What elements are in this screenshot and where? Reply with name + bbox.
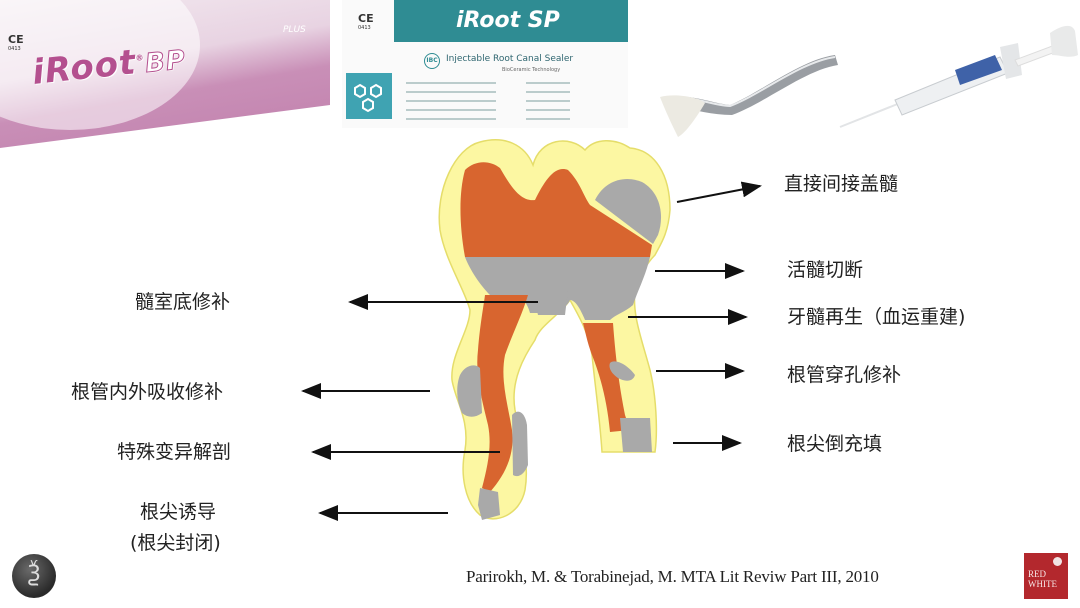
label-anatomy: 特殊变异解剖	[117, 441, 232, 463]
label-root-end-filling: 根尖倒充填	[787, 433, 883, 455]
pulp-cap-material	[595, 179, 662, 244]
logo-circle-icon	[1053, 557, 1062, 566]
furcation-repair-material	[532, 290, 568, 315]
left-root-canal	[477, 295, 528, 492]
hexagon-icon	[346, 73, 392, 119]
red-white-logo: RED WHITE	[1024, 553, 1068, 599]
resorption-repair-material	[457, 365, 482, 417]
pulpotomy-material	[465, 257, 650, 320]
plus-label: PLUS	[283, 25, 306, 35]
anatomy-material	[512, 411, 528, 477]
arrow-pulp-capping	[676, 181, 762, 203]
iroot-sp-banner: iRoot SP	[394, 0, 628, 42]
tooth-diagram	[438, 139, 671, 520]
perforation-repair-material	[609, 361, 635, 381]
product-contents-lines	[526, 82, 570, 127]
product-subtitle: BioCeramic Technology	[502, 67, 561, 73]
root-end-filling-material	[620, 418, 652, 452]
product-title: Injectable Root Canal Sealer	[446, 54, 574, 64]
carrier-instrument-icon	[660, 55, 838, 137]
pulp-chamber	[460, 162, 652, 257]
label-perforation-repair: 根管穿孔修补	[787, 364, 902, 386]
instruments-image	[660, 25, 1078, 137]
label-regeneration: 牙髓再生（血运重建)	[787, 306, 966, 328]
logo-text-line2: WHITE	[1028, 579, 1057, 589]
label-furcation-repair: 髓室底修补	[135, 291, 231, 313]
logo-text-line1: RED	[1028, 569, 1046, 579]
product-text-lines	[406, 82, 616, 127]
logo-glyph-icon: Ѯ	[27, 562, 41, 587]
syringe-icon	[839, 25, 1078, 128]
left-logo: Ѯ	[12, 554, 56, 598]
label-pulp-capping: 直接间接盖髓	[784, 173, 899, 195]
citation: Parirokh, M. & Torabinejad, M. MTA Lit R…	[466, 567, 879, 586]
label-apexification-sub: (根尖封闭)	[130, 532, 221, 554]
right-root-canal	[583, 323, 630, 432]
ibc-badge: IBC	[424, 53, 440, 69]
label-apexification: 根尖诱导	[140, 501, 217, 523]
apexification-material	[478, 488, 500, 520]
label-resorption-repair: 根管内外吸收修补	[71, 381, 224, 403]
label-pulpotomy: 活髓切断	[787, 259, 864, 281]
